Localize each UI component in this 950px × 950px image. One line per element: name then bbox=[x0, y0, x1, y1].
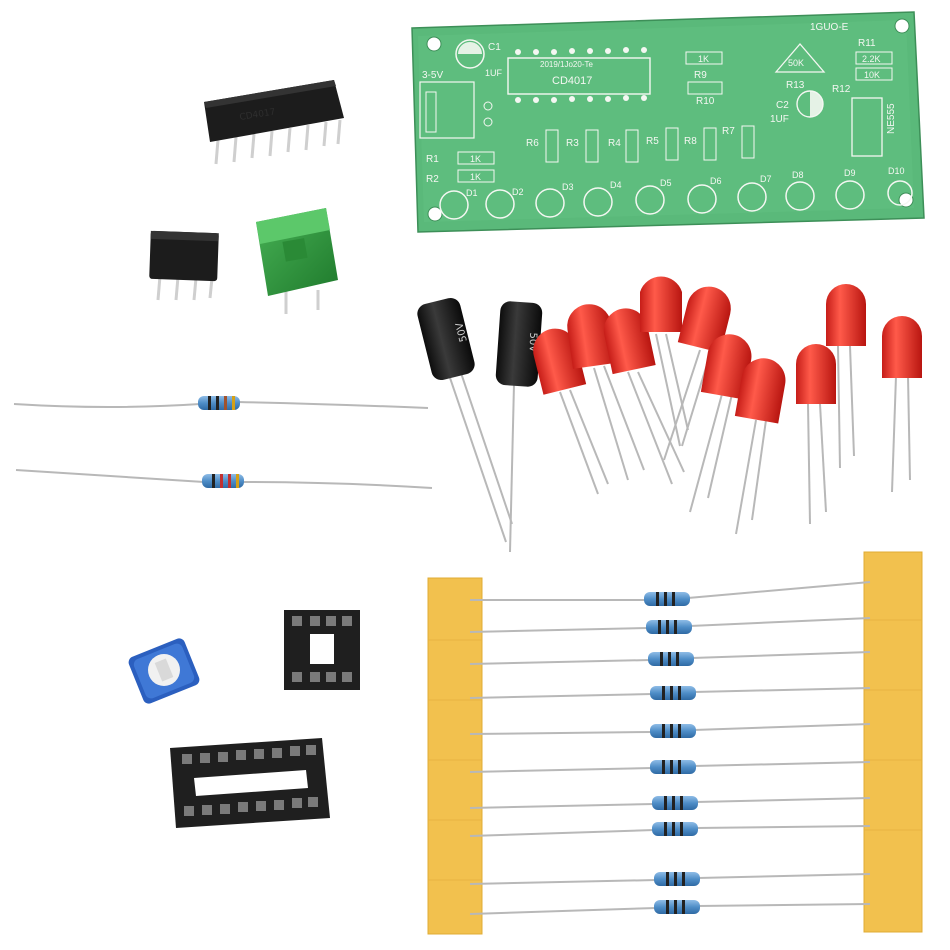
d5-label: D5 bbox=[660, 178, 672, 188]
d3-label: D3 bbox=[562, 182, 574, 192]
d2-label: D2 bbox=[512, 187, 524, 197]
red-leds bbox=[533, 276, 922, 424]
c2-label: C2 bbox=[776, 100, 789, 111]
r1-value: 1K bbox=[470, 154, 481, 164]
d1-label: D1 bbox=[466, 188, 478, 198]
r13-label: R13 bbox=[786, 80, 805, 91]
r1-label: R1 bbox=[426, 154, 439, 165]
pcb-model-label: 1GUO-E bbox=[810, 22, 849, 33]
d6-label: D6 bbox=[710, 176, 722, 186]
pot-value-label: 50K bbox=[788, 58, 804, 68]
ne555-ic bbox=[149, 230, 219, 301]
c1-value-label: 1UF bbox=[485, 68, 503, 78]
trimmer-potentiometer bbox=[128, 638, 200, 704]
r9-label: R9 bbox=[694, 70, 707, 81]
r11-label: R11 bbox=[858, 38, 876, 49]
r2-label: R2 bbox=[426, 174, 439, 185]
r2-value: 1K bbox=[470, 172, 481, 182]
resistor-tape-strip bbox=[427, 551, 923, 935]
r3-label: R3 bbox=[566, 138, 579, 149]
d9-label: D9 bbox=[844, 168, 856, 178]
dip8-socket bbox=[284, 610, 360, 690]
capacitor-1-rating: 50V bbox=[454, 321, 469, 343]
d7-label: D7 bbox=[760, 174, 772, 184]
r12-label: R12 bbox=[832, 84, 851, 95]
voltage-label: 3-5V bbox=[422, 70, 443, 81]
r12-value: 10K bbox=[864, 70, 880, 80]
d4-label: D4 bbox=[610, 180, 622, 190]
r7-label: R7 bbox=[722, 126, 735, 137]
c1-label: C1 bbox=[488, 42, 501, 53]
loose-resistor-1 bbox=[13, 396, 429, 410]
capacitor-2: 50V bbox=[495, 301, 543, 553]
c2-value-label: 1UF bbox=[770, 114, 789, 125]
taped-resistor-bodies bbox=[644, 592, 700, 914]
ne555-footprint-label: NE555 bbox=[886, 103, 897, 134]
r5-label: R5 bbox=[646, 136, 659, 147]
cd4017-footprint-label: CD4017 bbox=[552, 75, 592, 87]
d8-label: D8 bbox=[792, 170, 804, 180]
loose-resistor-2 bbox=[15, 469, 433, 489]
capacitor-2-rating: 50V bbox=[527, 332, 539, 352]
r10-label: R10 bbox=[696, 96, 715, 107]
led-group bbox=[559, 333, 911, 535]
pcb-board: 1GUO-E C1 1UF 3-5V 2019/1Jo20-Te CD4017 … bbox=[411, 11, 925, 233]
chip-sublabel: 2019/1Jo20-Te bbox=[540, 60, 593, 69]
capacitor-1: 50V bbox=[417, 297, 513, 543]
pcb-resistor-row bbox=[545, 125, 755, 163]
r4-label: R4 bbox=[608, 138, 621, 149]
pcb-led-footprints bbox=[439, 180, 913, 220]
r8-label: R8 bbox=[684, 136, 697, 147]
r6-label: R6 bbox=[526, 138, 539, 149]
r-top-value: 1K bbox=[698, 54, 709, 64]
r11-value: 2.2K bbox=[862, 54, 881, 64]
dip16-socket bbox=[170, 738, 330, 828]
cd4017-ic: CD4017 bbox=[204, 80, 344, 165]
d10-label: D10 bbox=[888, 166, 905, 176]
terminal-block bbox=[256, 208, 338, 314]
